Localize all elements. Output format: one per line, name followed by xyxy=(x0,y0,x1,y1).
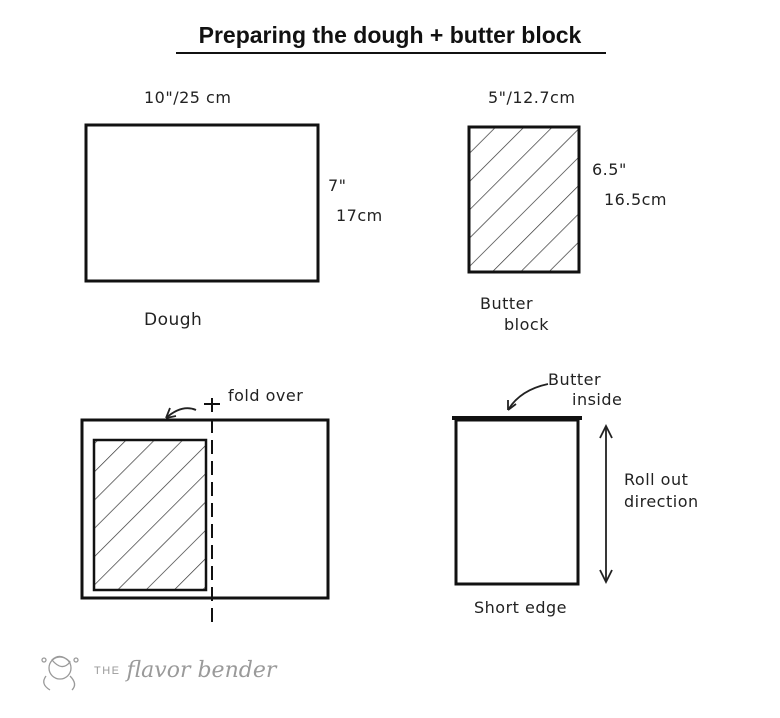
fold-butter-hatching xyxy=(94,440,206,590)
page-title: Preparing the dough + butter block xyxy=(198,22,582,48)
fold-dough-rectangle xyxy=(80,418,330,600)
roll-direction-label-line2: direction xyxy=(624,492,699,511)
butter-caption-line2: block xyxy=(504,315,549,334)
flavor-bender-leaf-icon xyxy=(41,655,79,691)
roll-direction-label-line1: Roll out xyxy=(624,470,689,489)
butter-hatching xyxy=(469,127,579,272)
butter-inside-label-line1: Butter xyxy=(548,370,602,389)
butter-block-diagram xyxy=(467,125,581,274)
fold-diagram xyxy=(80,398,330,622)
roll-diagram xyxy=(452,383,613,586)
short-edge-label: Short edge xyxy=(474,598,568,617)
logo-name: flavor bender xyxy=(126,658,277,683)
roll-dough-rectangle xyxy=(454,418,580,586)
dough-width-label: 10"/25 cm xyxy=(144,88,232,107)
butter-rectangle xyxy=(467,125,581,274)
dough-height-label-top: 7" xyxy=(328,176,347,195)
butter-width-label: 5"/12.7cm xyxy=(488,88,576,107)
butter-inside-label-line2: inside xyxy=(572,390,623,409)
butter-caption-line1: Butter xyxy=(480,294,534,313)
fold-butter-rectangle xyxy=(92,438,208,592)
brand-logo: THE flavor bender xyxy=(94,658,276,683)
logo-prefix: THE xyxy=(94,665,121,677)
dough-caption: Dough xyxy=(144,310,203,330)
butter-height-label-top: 6.5" xyxy=(592,160,627,179)
dough-rectangle xyxy=(84,123,320,283)
butter-inside-arrow xyxy=(507,383,549,411)
fold-arrow xyxy=(165,407,197,419)
dough-diagram xyxy=(84,123,320,283)
title-underline xyxy=(176,52,606,54)
fold-over-label: fold over xyxy=(228,386,304,405)
dough-height-label-bottom: 17cm xyxy=(336,206,383,225)
butter-height-label-bottom: 16.5cm xyxy=(604,190,668,209)
